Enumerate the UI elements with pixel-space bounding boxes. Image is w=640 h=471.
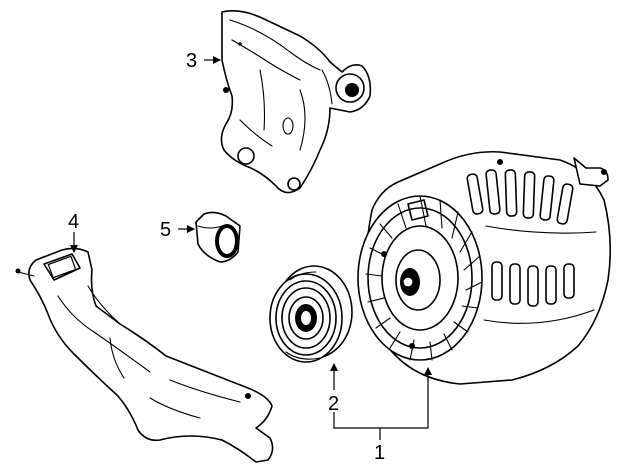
callout-3: 3 xyxy=(186,50,197,72)
pulley-part[interactable] xyxy=(269,265,353,363)
air-duct-part[interactable] xyxy=(15,247,274,463)
leader-1-bracket xyxy=(333,372,429,429)
callout-2: 2 xyxy=(328,393,339,415)
mounting-bracket-part[interactable] xyxy=(220,10,372,194)
callout-5: 5 xyxy=(160,219,171,241)
callout-4: 4 xyxy=(68,211,79,233)
alternator-part[interactable] xyxy=(357,150,612,385)
callout-1: 1 xyxy=(374,442,385,464)
bushing-part[interactable] xyxy=(195,211,241,263)
leader-lines xyxy=(70,56,432,440)
